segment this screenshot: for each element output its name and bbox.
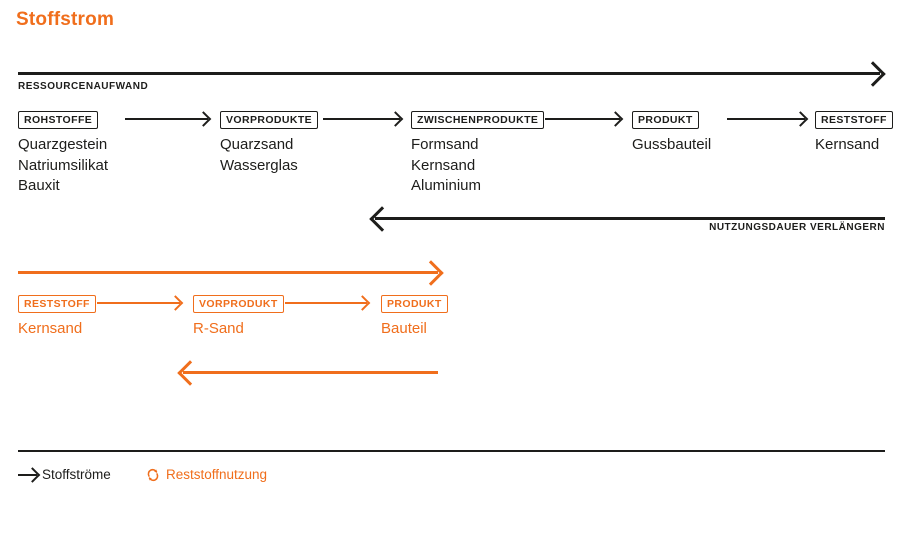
stage-arrow-icon	[125, 118, 208, 120]
return-flow-arrow-icon	[375, 217, 885, 220]
resource-flow-arrow-icon	[18, 72, 880, 75]
stage-items: Formsand Kernsand Aluminium	[411, 135, 544, 197]
stage-items: Kernsand	[18, 319, 96, 340]
stage-tag: ROHSTOFFE	[18, 111, 99, 129]
stage-items: Gussbauteil	[632, 135, 711, 156]
stage-tag: VORPRODUKT	[193, 295, 284, 313]
stage-arrow-icon	[285, 302, 367, 304]
recycling-stage-produkt: PRODUKT Bauteil	[381, 294, 448, 340]
stage-vorprodukte: VORPRODUKTE Quarzsand Wasserglas	[220, 110, 319, 176]
stage-tag: PRODUKT	[381, 295, 448, 313]
stage-item: Natriumsilikat	[18, 156, 109, 174]
stage-arrow-icon	[97, 302, 180, 304]
stage-tag: RESTSTOFF	[18, 295, 96, 313]
recycle-cycle-icon	[147, 468, 159, 482]
legend-divider	[18, 450, 885, 452]
stage-items: Quarzsand Wasserglas	[220, 135, 318, 176]
stage-items: Quarzgestein Natriumsilikat Bauxit	[18, 135, 108, 197]
stage-rohstoffe: ROHSTOFFE Quarzgestein Natriumsilikat Ba…	[18, 110, 108, 197]
stage-tag: VORPRODUKTE	[220, 111, 319, 129]
stage-items: R-Sand	[193, 319, 284, 340]
recycling-stage-reststoff: RESTSTOFF Kernsand	[18, 294, 96, 340]
stage-reststoff: RESTSTOFF Kernsand	[815, 110, 893, 156]
stage-item: Aluminium	[411, 177, 482, 194]
stage-items: Kernsand	[815, 135, 893, 156]
stage-item: Kernsand	[815, 136, 880, 153]
stage-item: Bauteil	[381, 320, 427, 337]
legend-stoffstroeme-label: Stoffströme	[42, 467, 111, 482]
stage-tag: ZWISCHENPRODUKTE	[411, 111, 545, 129]
recycling-return-arrow-icon	[183, 371, 438, 374]
page-title: Stoffstrom	[16, 9, 115, 30]
stage-item: Kernsand	[411, 156, 476, 174]
resource-arrow-label: RESSOURCENAUFWAND	[18, 81, 149, 92]
stage-tag: PRODUKT	[632, 111, 699, 129]
recycling-stage-vorprodukt: VORPRODUKT R-Sand	[193, 294, 284, 340]
stage-item: Quarzsand	[220, 136, 294, 153]
stage-item: Gussbauteil	[632, 136, 712, 153]
stage-item: Bauxit	[18, 177, 60, 194]
stage-item: R-Sand	[193, 320, 244, 337]
stage-produkt: PRODUKT Gussbauteil	[632, 110, 711, 156]
stage-item: Wasserglas	[220, 156, 298, 174]
stage-item: Kernsand	[18, 320, 83, 337]
stage-tag: RESTSTOFF	[815, 111, 893, 129]
stage-zwischenprodukte: ZWISCHENPRODUKTE Formsand Kernsand Alumi…	[411, 110, 545, 197]
stage-arrow-icon	[323, 118, 400, 120]
return-arrow-label: NUTZUNGSDAUER VERLÄNGERN	[709, 222, 885, 233]
stage-arrow-icon	[545, 118, 620, 120]
legend-arrow-icon	[18, 474, 37, 476]
stage-arrow-icon	[727, 118, 805, 120]
stage-item: Formsand	[411, 136, 479, 153]
stage-item: Quarzgestein	[18, 136, 108, 153]
legend-reststoffnutzung-label: Reststoffnutzung	[166, 467, 268, 482]
stage-items: Bauteil	[381, 319, 448, 340]
recycling-forward-arrow-icon	[18, 271, 438, 274]
